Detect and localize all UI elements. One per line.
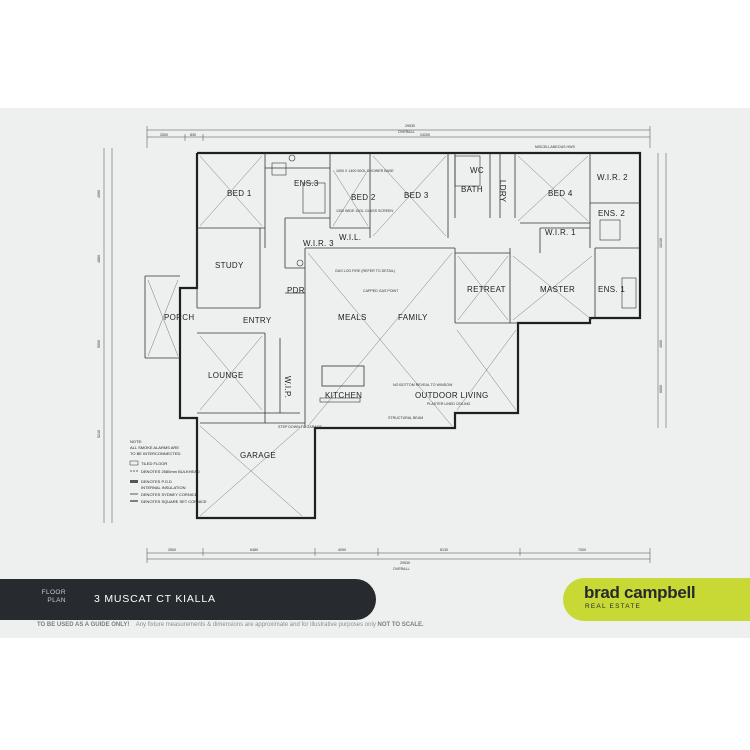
bottom-overall-dim: 29530 — [400, 561, 410, 565]
disclaimer: TO BE USED AS A GUIDE ONLY! Any fixture … — [37, 622, 717, 628]
legend-5: DENOTES SYDNEY CORNICE — [141, 492, 198, 497]
left-dim-2: 4880 — [97, 255, 101, 263]
bottom-dim-4: 8130 — [440, 548, 448, 552]
shower-note: 1000 X 1400 50GL SHOWER BASE — [336, 169, 394, 173]
room-ens1: ENS. 1 — [598, 285, 625, 294]
room-pdr: PDR — [287, 286, 305, 295]
room-meals: MEALS — [338, 313, 367, 322]
notes-title: NOTE: — [130, 439, 142, 444]
room-garage: GARAGE — [240, 451, 276, 460]
room-wc: WC — [470, 166, 484, 175]
disclaimer-not-to-scale: NOT TO SCALE. — [377, 622, 424, 628]
room-bed1: BED 1 — [227, 189, 252, 198]
bottom-dim-1: 2500 — [168, 548, 176, 552]
room-labels: BED 1 ENS.3 BED 2 BED 3 BATH WC LDRY BED… — [164, 166, 628, 460]
room-family: FAMILY — [398, 313, 428, 322]
right-dim-2: 4000 — [659, 340, 663, 348]
hws-note: MISCELLANEOUS HWS — [535, 145, 576, 149]
bottom-dim-3: 4090 — [338, 548, 346, 552]
room-wir3: W.I.R. 3 — [303, 239, 334, 248]
footer-address-bar — [0, 579, 376, 620]
top-dim-1: 2500 — [160, 133, 168, 137]
capped-gas-note: CAPPED GAS POINT — [363, 289, 399, 293]
legend-2: DENOTES 2580mm BULKHEAD — [141, 469, 200, 474]
brand-logo-box — [563, 578, 750, 621]
floor-plan-label-line1: FLOOR — [41, 589, 66, 596]
right-dim-3: 6000 — [659, 385, 663, 393]
floor-plan-drawing: 29530 OVERALL 2500 830 24200 MISCELLANEO… — [0, 108, 750, 578]
notes-line2: TO BE INTERCONNECTED. — [130, 451, 182, 456]
floor-plan-svg: 29530 OVERALL 2500 830 24200 MISCELLANEO… — [97, 124, 667, 571]
bottom-dim-2: 6480 — [250, 548, 258, 552]
room-master: MASTER — [540, 285, 575, 294]
notes-legend: NOTE: ALL SMOKE ALARMS ARE TO BE INTERCO… — [129, 439, 207, 504]
outdoor-living-sub: PLASTER LINED CEILING — [427, 402, 471, 406]
floor-plan-sheet — [0, 108, 750, 638]
top-overall-dim: 29530 — [405, 124, 415, 128]
top-dim-3: 24200 — [420, 133, 430, 137]
room-retreat: RETREAT — [467, 285, 506, 294]
fixtures — [271, 154, 637, 403]
floor-plan-label: FLOOR PLAN — [36, 589, 66, 605]
bottom-dim-5: 7000 — [578, 548, 586, 552]
top-overall-label: OVERALL — [398, 130, 415, 134]
room-bed4: BED 4 — [548, 189, 573, 198]
gas-log-note: GAS LOG FIRE (REFER TO DETAIL) — [335, 269, 395, 273]
room-wir2: W.I.R. 2 — [597, 173, 628, 182]
left-dimensions: 4090 4880 5000 5240 — [97, 148, 113, 523]
room-wil: W.I.L. — [339, 233, 361, 242]
room-wir1: W.I.R. 1 — [545, 228, 576, 237]
room-entry: ENTRY — [243, 316, 272, 325]
top-dimensions: 29530 OVERALL 2500 830 24200 MISCELLANEO… — [146, 124, 651, 149]
left-dim-1: 4090 — [97, 190, 101, 198]
disclaimer-lead: TO BE USED AS A GUIDE ONLY! — [37, 622, 130, 628]
room-bath: BATH — [461, 185, 483, 194]
ceiling-diagonals — [147, 155, 593, 517]
room-ens2: ENS. 2 — [598, 209, 625, 218]
room-porch: PORCH — [164, 313, 194, 322]
bottom-overall-label: OVERALL — [393, 567, 410, 571]
floor-plan-label-line2: PLAN — [47, 597, 66, 604]
structural-beam-note: STRUCTURAL BEAM — [388, 416, 423, 420]
room-study: STUDY — [215, 261, 244, 270]
legend-6: DENOTES SQUARE SET CORNICE — [141, 499, 207, 504]
room-ldry: LDRY — [498, 180, 507, 203]
bottom-dimensions: 2500 6480 4090 8130 7000 29530 OVERALL — [146, 548, 651, 571]
plan-annotations: 1000 X 1400 50GL SHOWER BASE 1300 WIDE 1… — [278, 169, 453, 429]
right-dimensions: 10330 4000 6000 — [657, 153, 667, 428]
legend-3: DENOTES P.O.D — [141, 479, 172, 484]
room-lounge: LOUNGE — [208, 371, 244, 380]
room-bed3: BED 3 — [404, 191, 429, 200]
brand-logo-name: brad campbell — [584, 583, 696, 602]
left-dim-3: 5000 — [97, 340, 101, 348]
exterior-walls — [178, 151, 642, 520]
room-outdoor-living: OUTDOOR LIVING — [415, 391, 489, 400]
notes-line1: ALL SMOKE ALARMS ARE — [130, 445, 179, 450]
legend-1: TILED FLOOR — [141, 461, 167, 466]
disclaimer-body: Any fixture measurements & dimensions ar… — [135, 622, 376, 628]
legend-4: INTERNAL INSULATION — [141, 485, 186, 490]
top-dim-2: 830 — [190, 133, 196, 137]
interior-walls — [144, 153, 640, 428]
room-ens3: ENS.3 — [294, 179, 319, 188]
property-address: 3 MUSCAT CT KIALLA — [94, 593, 216, 605]
step-down-note: STEP DOWN TO GARAGE — [278, 425, 323, 429]
bottom-reveal-note: NO BOTTOM REVEAL TO WINDOW — [393, 383, 453, 387]
room-wip: W.I.P. — [283, 376, 292, 398]
brand-logo-subtitle: REAL ESTATE — [585, 603, 642, 610]
room-bed2: BED 2 — [351, 193, 376, 202]
glass-note: 1300 WIDE 10GL GLASS SCREEN — [336, 209, 393, 213]
right-dim-1: 10330 — [659, 238, 663, 248]
left-dim-4: 5240 — [97, 430, 101, 438]
room-kitchen: KITCHEN — [325, 391, 362, 400]
